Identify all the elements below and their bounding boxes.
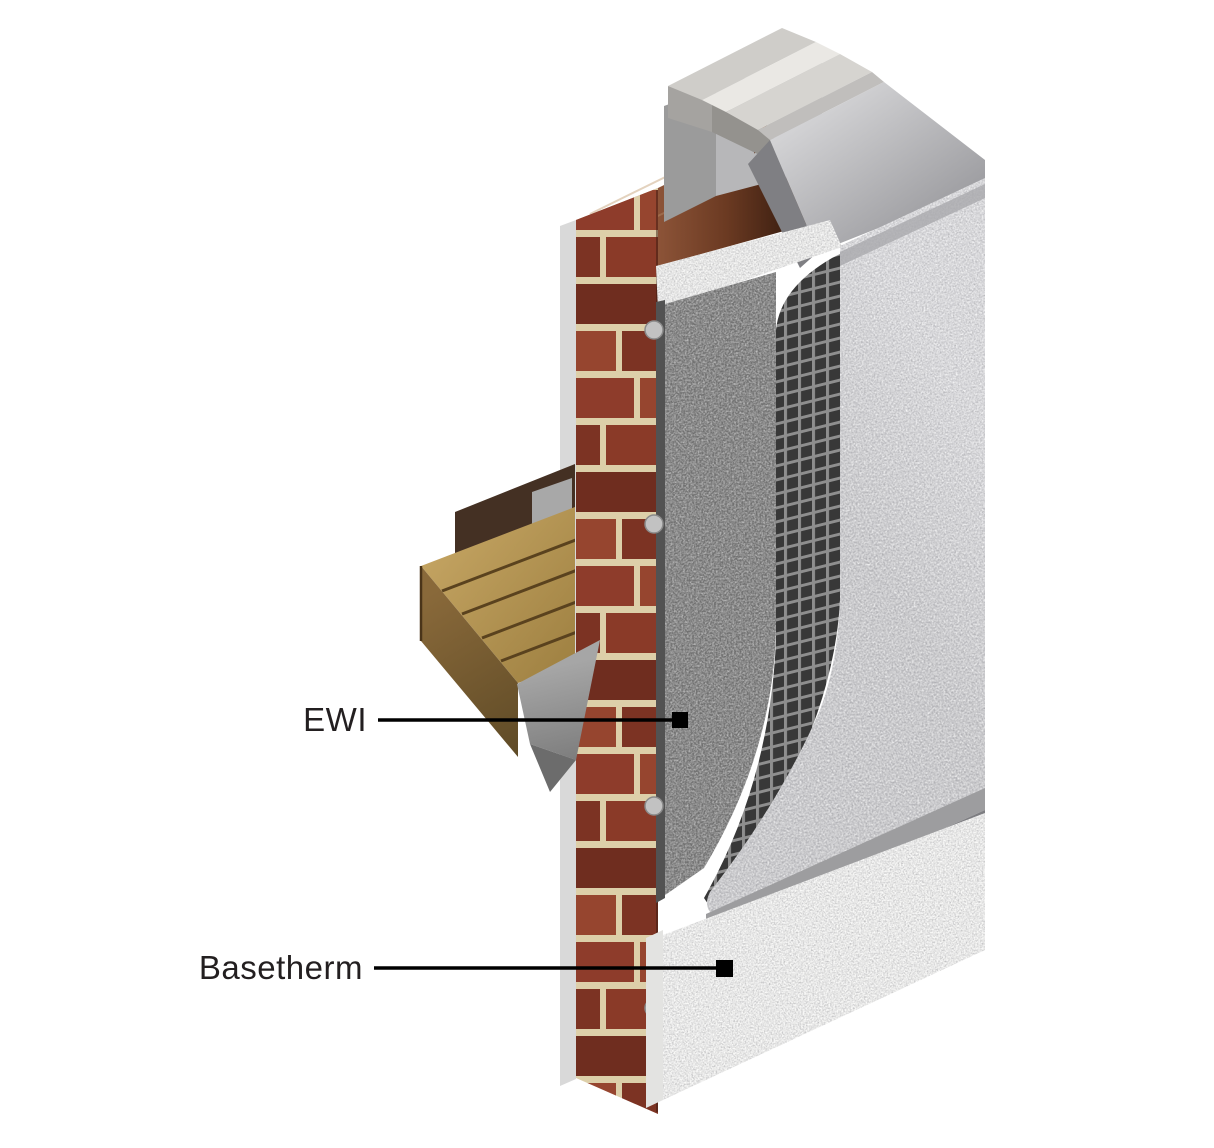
eps-top-cut bbox=[656, 220, 842, 310]
ewi-board-top-edge bbox=[656, 220, 842, 310]
fixing-washer bbox=[644, 796, 664, 816]
basetherm-face bbox=[663, 813, 985, 1100]
fixing-washer bbox=[644, 514, 664, 534]
coping-ridge-top bbox=[726, 54, 872, 130]
ewi-label: EWI bbox=[303, 701, 367, 738]
basetherm-insulation bbox=[646, 813, 985, 1108]
brick-face bbox=[576, 188, 658, 1114]
deck-fillet-shadow bbox=[530, 744, 576, 792]
coping-ridge-end-face bbox=[712, 100, 774, 162]
deck-board-gap bbox=[441, 526, 575, 593]
deck-boards-top bbox=[421, 507, 575, 683]
timber-decking bbox=[419, 464, 600, 792]
basetherm-label: Basetherm bbox=[199, 949, 363, 986]
annotation-basetherm: Basetherm bbox=[199, 949, 733, 986]
coping-ridge-slope bbox=[702, 42, 840, 112]
ewi-marker-square bbox=[672, 712, 688, 728]
render-face bbox=[706, 178, 985, 914]
coping-margin-top bbox=[668, 28, 816, 100]
deck-board-gap bbox=[500, 596, 575, 663]
basetherm-marker-square bbox=[716, 960, 733, 977]
eps-face bbox=[658, 272, 776, 900]
basetherm-side-face bbox=[646, 930, 663, 1108]
coping-stone bbox=[668, 28, 884, 162]
deck-fillet-flashing bbox=[517, 640, 600, 760]
ewi-insulation-board bbox=[656, 272, 776, 903]
deck-board-gap bbox=[481, 573, 575, 640]
coping-margin-right bbox=[758, 72, 884, 140]
deck-board-gap bbox=[461, 549, 575, 616]
flashing-surface bbox=[770, 82, 985, 252]
deck-board-gaps bbox=[441, 526, 575, 663]
deck-fascia bbox=[421, 566, 518, 757]
render-coat bbox=[706, 178, 985, 914]
fixing-washer bbox=[644, 320, 664, 340]
annotation-ewi: EWI bbox=[303, 701, 688, 738]
reinforcement-mesh bbox=[704, 254, 840, 907]
mesh-layer bbox=[704, 254, 840, 907]
eps-board-edge bbox=[656, 300, 665, 903]
flashing-shadow-on-render bbox=[840, 184, 985, 266]
